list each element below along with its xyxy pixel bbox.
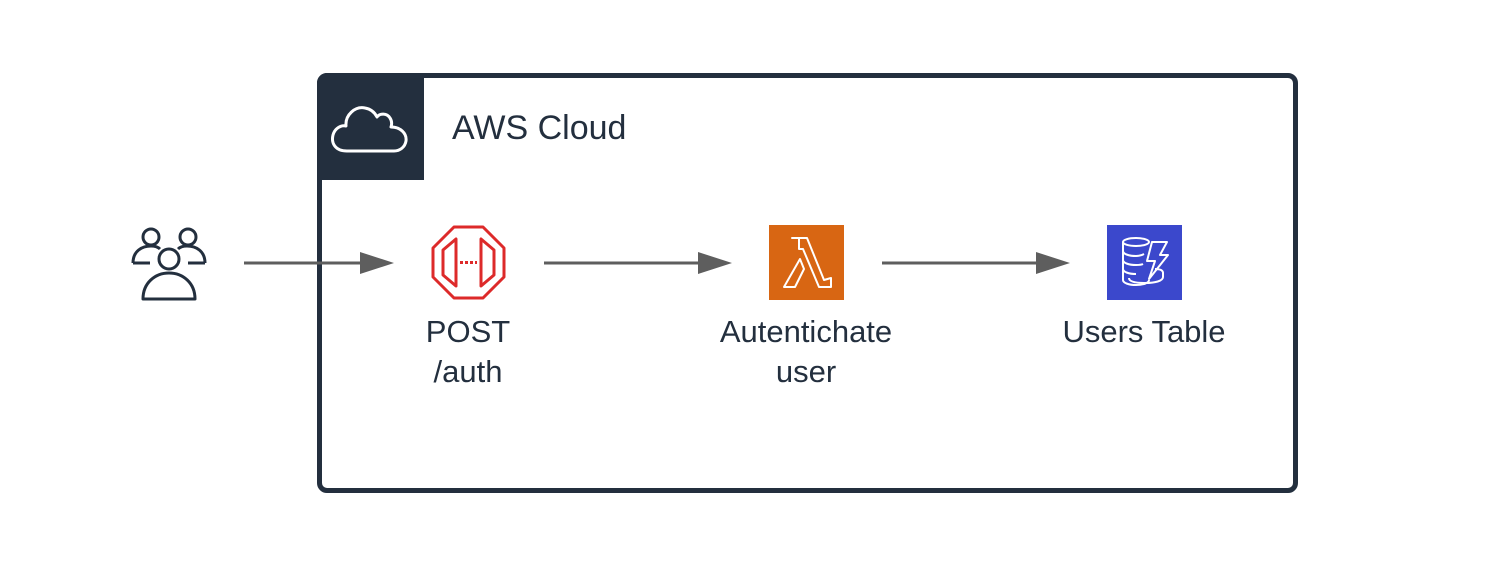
api-gateway-endpoint-icon (431, 225, 506, 300)
node-lambda-label: Autentichate user (719, 314, 893, 389)
node-api-gateway[interactable] (431, 225, 506, 305)
aws-cloud-title: AWS Cloud (452, 109, 627, 147)
lambda-icon (783, 237, 832, 288)
dynamodb-icon (1122, 237, 1169, 286)
arrowhead-icon (698, 252, 732, 274)
arrowhead-icon (360, 252, 394, 274)
node-dynamodb-label: Users Table (1062, 314, 1226, 349)
edge-api-to-lambda (544, 252, 732, 274)
edge-users-to-api (244, 252, 394, 274)
users-icon (131, 227, 207, 301)
node-lambda[interactable] (769, 225, 844, 300)
node-dynamodb[interactable] (1107, 225, 1182, 300)
aws-cloud-header (317, 73, 424, 180)
arrowhead-icon (1036, 252, 1070, 274)
users-actor[interactable] (130, 225, 208, 308)
cloud-icon (331, 106, 408, 153)
edge-lambda-to-dynamo (882, 252, 1070, 274)
node-api-gateway-label: POST /auth (425, 314, 511, 389)
aws-cloud-group (317, 73, 1298, 493)
